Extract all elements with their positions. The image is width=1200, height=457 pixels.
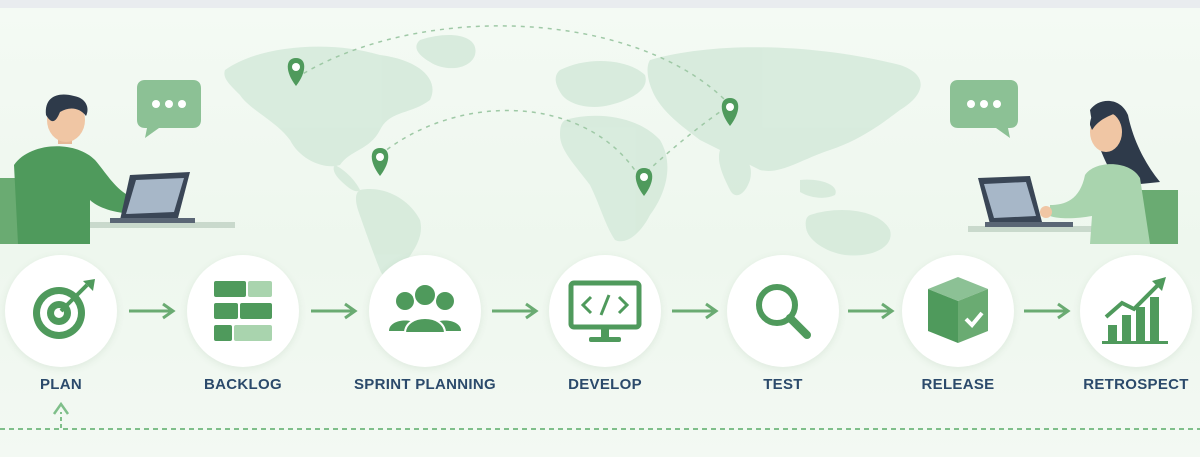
map-greenland xyxy=(416,35,476,69)
step-test xyxy=(727,255,839,367)
step-label-develop: DEVELOP xyxy=(568,376,642,393)
map-australia xyxy=(805,210,891,256)
map-africa xyxy=(560,115,668,242)
step-label-plan: PLAN xyxy=(39,376,83,393)
person-left-body xyxy=(14,146,140,244)
chat-bubble-icon xyxy=(950,80,1018,138)
arrow-right-icon xyxy=(672,302,719,320)
magnifier-icon xyxy=(756,284,811,339)
chat-bubble-icon xyxy=(137,80,201,138)
arrow-up-icon xyxy=(52,401,70,415)
arrow-right-icon xyxy=(311,302,358,320)
desk-right xyxy=(968,226,1133,232)
step-label-retrospect: RETROSPECT xyxy=(1083,376,1189,393)
location-pin-icon xyxy=(371,148,389,176)
step-retrospect xyxy=(1080,255,1192,367)
arrow-right-icon xyxy=(1024,302,1071,320)
code-monitor-icon xyxy=(568,280,642,342)
step-label-backlog: BACKLOG xyxy=(204,376,282,393)
arrow-right-icon xyxy=(848,302,895,320)
desk-left xyxy=(60,222,235,228)
step-label-release: RELEASE xyxy=(921,376,995,393)
map-europe xyxy=(555,60,646,107)
person-left-hair xyxy=(45,94,88,122)
step-sprint-planning xyxy=(369,255,481,367)
target-icon xyxy=(33,279,95,339)
map-asia xyxy=(647,47,921,171)
backlog-list-icon xyxy=(214,281,272,341)
growth-chart-icon xyxy=(1102,277,1168,344)
connection-arc-2 xyxy=(379,109,641,179)
step-plan xyxy=(5,255,117,367)
map-india xyxy=(718,150,751,196)
map-islands xyxy=(800,179,836,198)
team-icon xyxy=(389,283,461,334)
location-pin-icon xyxy=(721,98,739,126)
map-central-america xyxy=(333,165,360,192)
step-release xyxy=(902,255,1014,367)
person-right-body xyxy=(1050,164,1150,244)
step-backlog xyxy=(187,255,299,367)
top-strip xyxy=(0,0,1200,8)
location-pin-icon xyxy=(287,58,305,86)
connection-arc-3 xyxy=(639,104,731,179)
map-south-america xyxy=(355,189,421,279)
map-north-america xyxy=(224,46,433,167)
step-label-test: TEST xyxy=(763,376,803,393)
package-check-icon xyxy=(928,277,988,343)
connection-arc-1 xyxy=(295,25,731,106)
arrow-right-icon xyxy=(492,302,539,320)
arrow-right-icon xyxy=(129,302,176,320)
step-develop xyxy=(549,255,661,367)
location-pin-icon xyxy=(635,168,653,196)
step-label-sprint-planning: SPRINT PLANNING xyxy=(353,376,496,393)
